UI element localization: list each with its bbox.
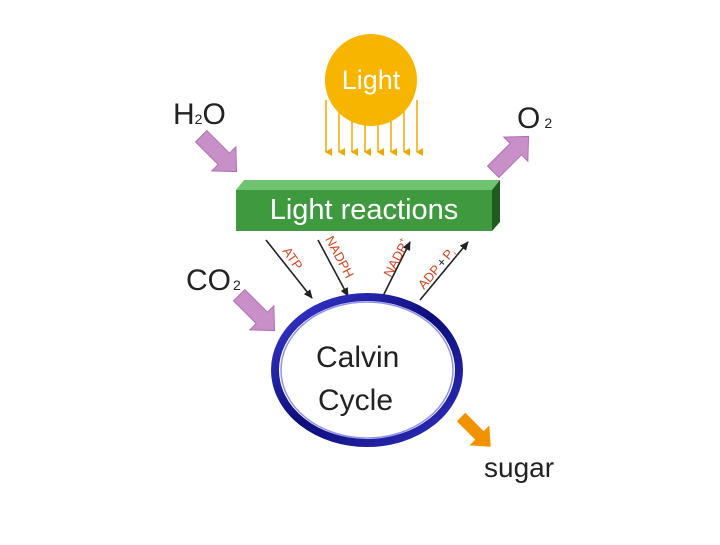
light-reactions-label: Light reactions — [270, 194, 459, 226]
adp-label: ADP+Pi — [415, 245, 460, 293]
sun-label: Light — [342, 65, 401, 95]
oxygen-output-arrow-icon — [486, 135, 530, 179]
sun-icon — [325, 34, 417, 126]
adp-arrow — [419, 241, 469, 301]
atp-label: ATP — [280, 244, 306, 273]
calvin-cycle-line2: Cycle — [318, 384, 393, 417]
water-label: H2O — [173, 98, 226, 131]
water-input-arrow-icon — [194, 129, 238, 173]
atp-arrow — [265, 239, 313, 299]
calvin-cycle-line1: Calvin — [316, 341, 399, 374]
sugar-output-arrow-icon — [456, 412, 491, 447]
calvin-cycle-ring — [271, 293, 463, 447]
nadp-arrow — [381, 241, 411, 299]
co2-input-arrow-icon — [232, 288, 276, 332]
nadph-arrow — [317, 239, 349, 297]
carrier-arrows — [265, 239, 469, 301]
nadp-label: NADP+ — [380, 236, 413, 280]
sugar-label: sugar — [484, 452, 554, 483]
light-reactions-box: Light reactions — [236, 180, 500, 231]
